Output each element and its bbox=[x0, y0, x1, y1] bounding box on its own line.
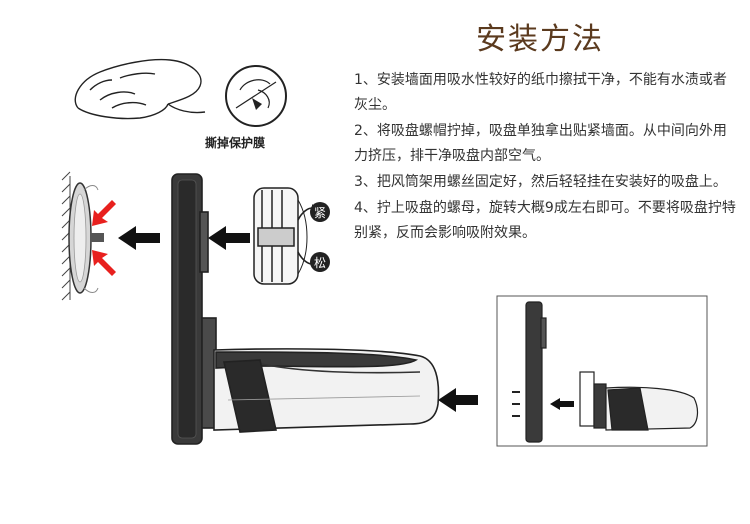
suction-cup-icon bbox=[68, 182, 104, 294]
inset-holder-icon bbox=[512, 301, 699, 443]
loosen-icon bbox=[297, 251, 330, 272]
step-2-text: 2、将吸盘螺帽拧掉，吸盘单独拿出贴紧墙面。从中间向外用力挤压，排干净吸盘内部空气… bbox=[354, 123, 727, 164]
nut-icon bbox=[253, 187, 308, 285]
step-4-text: 4、拧上吸盘的螺母，旋转大概9成左右即可。不要将吸盘拧特别紧，反而会影响吸附效果… bbox=[354, 200, 736, 241]
tighten-icon bbox=[297, 202, 330, 222]
step-1-text: 1、安装墙面用吸水性较好的纸巾擦拭干净，不能有水渍或者灰尘。 bbox=[354, 72, 727, 113]
instruction-steps: 1、安装墙面用吸水性较好的纸巾擦拭干净，不能有水渍或者灰尘。 2、将吸盘螺帽拧掉… bbox=[354, 68, 740, 247]
hand-wiping-icon bbox=[74, 58, 206, 120]
peel-film-label: 撕掉保护膜 bbox=[205, 136, 266, 150]
loosen-label: 松 bbox=[314, 256, 326, 270]
step-3-text: 3、把风筒架用螺丝固定好，然后轻轻挂在安装好的吸盘上。 bbox=[354, 174, 727, 190]
push-arrows-icon bbox=[118, 226, 478, 412]
page-title: 安装方法 bbox=[476, 22, 604, 57]
wall-icon bbox=[61, 171, 71, 301]
inset-arrow-icon bbox=[550, 398, 574, 410]
peel-film-icon bbox=[225, 65, 287, 127]
tighten-label: 紧 bbox=[314, 206, 326, 220]
dryer-holder-icon bbox=[171, 173, 440, 445]
press-arrows-icon bbox=[92, 200, 116, 276]
